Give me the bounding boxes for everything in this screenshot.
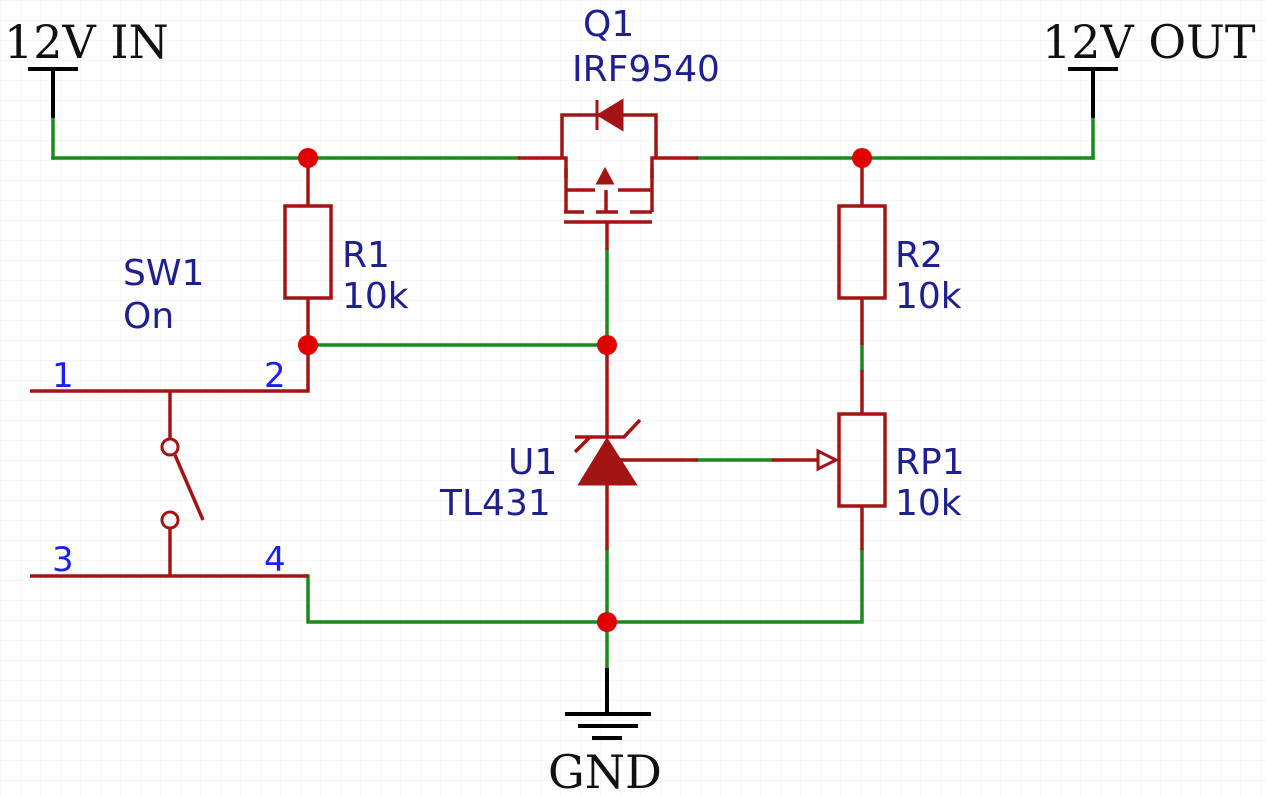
r2-ref-label: R2 — [895, 235, 943, 276]
net-label-12v-in: 12V IN — [4, 15, 169, 69]
r1-ref-label: R1 — [342, 235, 390, 276]
rp1-potentiometer-symbol[interactable] — [772, 370, 887, 550]
q1-mosfet-symbol[interactable] — [518, 98, 698, 250]
r1-value-label: 10k — [342, 276, 409, 317]
rp1-value-label: 10k — [895, 483, 962, 524]
junction-gnd — [597, 612, 617, 632]
sw1-pin-3-label: 3 — [52, 540, 74, 580]
junction-input-r1 — [298, 148, 318, 168]
u1-tl431-symbol[interactable] — [573, 345, 698, 550]
junction-r1-sw1 — [298, 335, 318, 355]
power-symbol-12v-in — [28, 67, 78, 118]
net-label-gnd: GND — [548, 745, 662, 796]
sw1-pin-1-label: 1 — [52, 356, 74, 396]
rp1-ref-label: RP1 — [895, 442, 965, 483]
junction-output-r2 — [852, 148, 872, 168]
junctions — [298, 148, 872, 632]
net-label-12v-out: 12V OUT — [1042, 15, 1256, 69]
u1-ref-label: U1 — [508, 442, 557, 483]
wire-gnd-rail — [306, 548, 864, 624]
ground-symbol — [565, 668, 651, 740]
u1-value-label: TL431 — [439, 483, 551, 524]
power-symbol-12v-out — [1068, 67, 1118, 118]
sw1-value-label: On — [123, 296, 174, 337]
q1-ref-label: Q1 — [583, 4, 634, 45]
junction-gate — [597, 335, 617, 355]
sw1-pin-2-label: 2 — [264, 356, 286, 396]
sw1-switch-symbol[interactable] — [30, 345, 310, 578]
sw1-ref-label: SW1 — [123, 253, 204, 294]
sw1-pin-4-label: 4 — [264, 540, 286, 580]
r2-value-label: 10k — [895, 276, 962, 317]
q1-value-label: IRF9540 — [572, 49, 720, 90]
